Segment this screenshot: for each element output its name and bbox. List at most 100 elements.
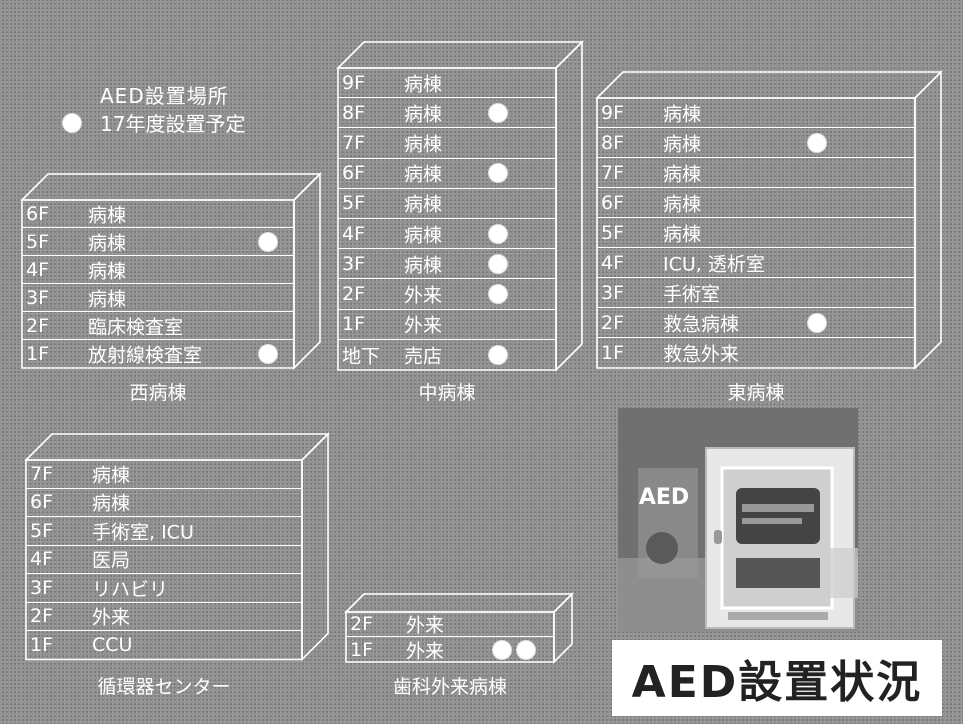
floor-row: 7F 病棟 [26,460,302,489]
aed-markers [488,253,508,274]
building-name: 西病棟 [129,382,187,404]
floor-label: 7F [601,161,625,184]
floor-row: 3F リハビリ [26,574,302,603]
aed-cabinet-photo: AED [618,408,858,632]
floor-use: 外来 [92,606,131,629]
floor-row: 7F 病棟 [597,158,915,188]
floor-label: 1F [30,634,54,657]
floor-label: 9F [601,101,625,124]
floor-label: 8F [601,131,625,154]
floor-label: 4F [26,258,50,281]
box-face [914,70,942,370]
floor-use: 病棟 [88,260,127,282]
floor-row: 地下売店 [338,340,556,370]
legend-planned: 17年度設置予定 [62,108,245,137]
aed-marker-icon [488,223,508,244]
floor-row: 6F 病棟 [22,200,294,228]
floor-use: 病棟 [404,73,443,96]
building-box-outline [336,40,584,372]
building-box-outline [595,70,943,370]
floor-use: ICU, 透析室 [663,253,765,275]
box-face [24,433,330,461]
floor-row: 1F 外来 [346,637,554,662]
aed-markers [258,231,278,252]
floor-use: 病棟 [404,133,443,156]
floor-label: 4F [30,548,54,571]
floor-use: 病棟 [404,193,443,216]
floor-use: リハビリ [92,578,169,601]
floor-label: 6F [26,202,50,225]
floor-label: 3F [601,281,625,304]
floor-use: 病棟 [88,204,127,226]
floor-use: 臨床検査室 [88,316,184,338]
floor-label: 7F [342,131,366,154]
box-face [336,41,584,69]
floor-label: 6F [601,191,625,214]
floor-use: 病棟 [663,193,702,215]
floor-row: 6F 病棟 [597,188,915,218]
box-face [301,432,329,662]
floor-use: 病棟 [92,464,131,487]
floor-label: 5F [342,192,366,215]
floor-label: 地下 [342,345,381,368]
building-name: 中病棟 [418,382,476,404]
floor-use: CCU [92,634,133,657]
legend-planned-label: 17年度設置予定 [100,112,246,136]
floor-use: 外来 [406,640,445,662]
floor-use: 病棟 [404,254,443,277]
floor-label: 2F [342,282,366,305]
floor-use: 病棟 [663,163,702,185]
floor-label: 1F [350,638,374,661]
aed-markers [488,344,508,365]
box-face [595,71,943,99]
floor-label: 5F [26,230,50,253]
floor-label: 3F [30,576,54,599]
floor-use: 救急外来 [663,343,740,366]
aed-sign-text: AED [639,485,689,510]
floor-use: 病棟 [88,288,127,310]
photo-caption: AED設置状況 [612,640,942,716]
floor-row: 5F 病棟 [338,189,556,219]
floor-label: 2F [350,613,374,635]
floor-use: 放射線検査室 [88,344,203,367]
floor-row: 5F 病棟 [22,228,294,256]
aed-markers [258,344,278,364]
floor-use: 病棟 [663,223,702,245]
floor-label: 4F [601,251,625,274]
floor-row: 4F 病棟 [22,256,294,284]
aed-marker-icon [62,112,82,133]
floor-use: 病棟 [404,224,443,247]
building-box-outline [344,592,574,664]
floor-label: 7F [30,462,54,485]
floor-use: 病棟 [88,232,127,254]
aed-marker-icon [258,344,278,364]
aed-markers [488,163,508,184]
aed-marker-icon [488,102,508,123]
legend-title: AED設置場所 [100,84,229,108]
aed-markers [492,639,536,660]
aed-markers [488,223,508,244]
box-face [344,593,574,613]
box-face [293,172,321,370]
floor-label: 6F [342,162,366,185]
aed-cabinet-illustration: AED [618,408,858,632]
aed-marker-icon [807,132,827,153]
aed-marker-icon [807,312,827,333]
building-name: 東病棟 [727,382,785,404]
floor-row: 1F CCU [26,631,302,660]
floor-use: 手術室, ICU [92,521,194,544]
